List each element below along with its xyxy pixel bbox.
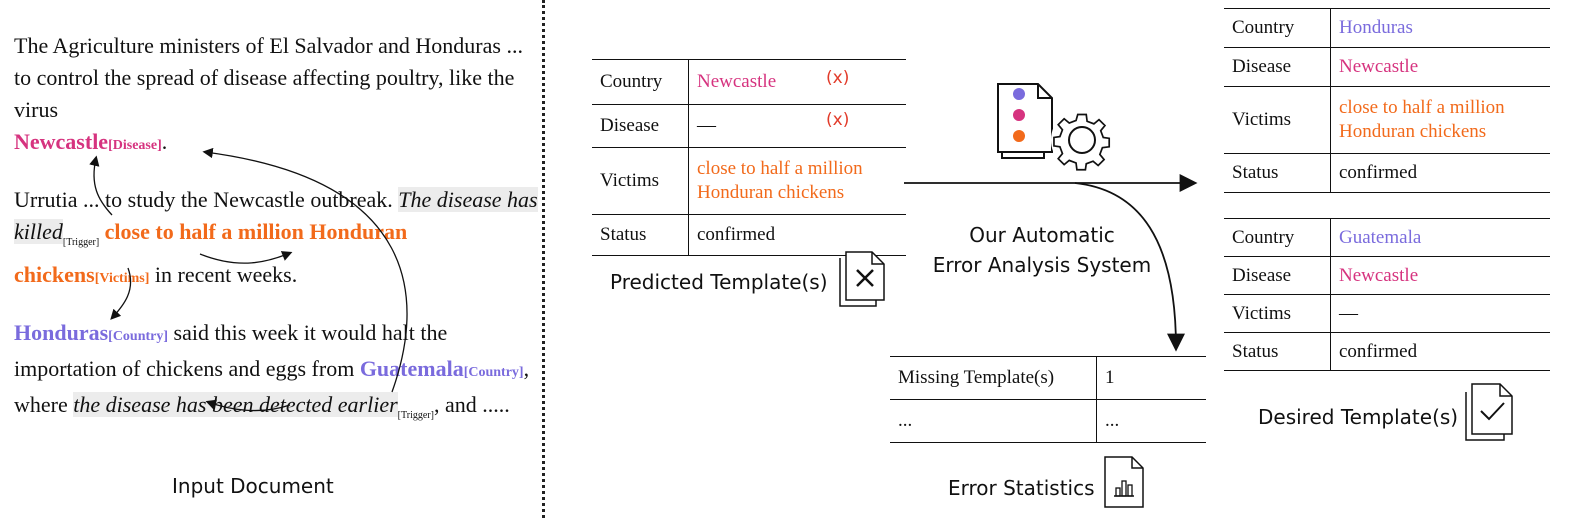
trigger-tag-1: [Trigger] [62,237,100,248]
desired-value: Guatemala [1339,226,1422,248]
pred-value: close to half a million Honduran chicken… [688,147,906,215]
table-row: Victims — [1224,294,1550,333]
table-row: Missing Template(s) 1 [890,356,1206,400]
desired-key: Status [1224,153,1331,193]
p1-end: . [161,129,168,154]
desired-value: confirmed [1330,153,1550,193]
p2-start: Urrutia ... to study the Newcastle outbr… [14,187,393,212]
pred-value: Newcastle [697,71,777,92]
table-row: Victims close to half a million Honduran… [592,147,906,215]
entity-disease: Newcastle[Disease] [14,129,162,154]
table-row: Disease Newcastle [1224,256,1550,295]
desired-value: Newcastle [1330,256,1550,295]
error-statistics-table: Missing Template(s) 1 ... ... [890,356,1206,443]
stat-key: Missing Template(s) [890,356,1097,400]
p3-entity1: Honduras [14,320,109,345]
desired-value: close to half a million Honduran chicken… [1330,86,1550,154]
table-row: Status confirmed [592,214,906,256]
doc-paragraph-1: The Agriculture ministers of El Salvador… [14,30,544,162]
p2-entity: close to half a million Honduran chicken… [14,219,408,287]
pred-value-cell: Newcastle (x) [689,60,907,105]
input-document-caption: Input Document [172,474,334,498]
table-row: Disease — (x) [592,104,906,148]
desired-template-2: Country Guatemala Disease Newcastle Vict… [1224,218,1550,371]
table-row: Disease Newcastle [1224,47,1550,87]
desired-key: Status [1224,332,1331,371]
system-label-line1: Our Automatic [969,223,1115,247]
p1-text: The Agriculture ministers of El Salvador… [14,33,523,122]
document-check-icon [1465,383,1513,441]
desired-value: Honduras [1339,17,1413,38]
p3-mid: said this week it would halt the importa… [14,320,448,381]
predicted-template-caption: Predicted Template(s) [610,270,828,294]
table-row: Status confirmed [1224,332,1550,371]
document-x-icon [839,251,885,307]
section-divider [542,0,545,518]
table-row: Status confirmed [1224,153,1550,193]
pred-value-cell: — (x) [688,104,906,148]
country-tag-1: [Country] [108,329,169,344]
pred-key: Status [592,214,689,256]
desired-template-caption: Desired Template(s) [1258,405,1459,429]
desired-key: Victims [1224,86,1331,154]
error-mark: (x) [826,67,850,88]
doc-paragraph-3: Honduras[Country] said this week it woul… [14,317,544,432]
table-row: ... ... [890,399,1206,443]
pred-key: Country [592,59,689,105]
pred-value: confirmed [688,214,906,256]
error-mark: (x) [826,109,850,130]
gear-icon [1051,109,1113,171]
entity-victims: close to half a million Honduran chicken… [14,219,407,287]
pred-key: Disease [592,104,689,148]
trigger-2: the disease has been detected earlier [73,392,398,417]
p3-entity2: Guatemala [359,356,464,381]
stat-value: ... [1096,399,1206,443]
desired-template-1: Country Honduras Disease Newcastle Victi… [1224,8,1550,193]
table-row: Country Guatemala [1224,218,1550,257]
predicted-template-table: Country Newcastle (x) Disease — (x) Victim… [592,59,906,256]
desired-value: Newcastle [1330,47,1550,87]
desired-key: Country [1224,218,1331,257]
country-tag-2: [Country] [463,365,524,380]
desired-value: — [1330,294,1550,333]
p2-end: in recent weeks. [154,262,298,287]
desired-key: Disease [1224,256,1331,295]
victims-tag: [Victims] [94,271,150,286]
desired-key: Victims [1224,294,1331,333]
stat-value: 1 [1105,367,1115,388]
table-row: Country Newcastle (x) [592,59,907,105]
p3-where: , where [14,356,530,417]
pred-key: Victims [592,147,689,215]
system-label-line2: Error Analysis System [932,253,1152,277]
stat-key: ... [890,399,1097,443]
disease-tag: [Disease] [108,138,162,153]
p1-entity: Newcastle [14,129,109,154]
doc-paragraph-2: Urrutia ... to study the Newcastle outbr… [14,184,544,295]
table-row: Victims close to half a million Honduran… [1224,86,1550,154]
desired-key: Country [1224,8,1331,48]
input-document: The Agriculture ministers of El Salvador… [14,30,544,454]
bar-chart-document-icon [1104,456,1144,508]
desired-key: Disease [1224,47,1331,87]
trigger-tag-2: [Trigger] [397,410,434,421]
error-statistics-caption: Error Statistics [948,476,1095,500]
pred-value: — [697,115,716,136]
document-arrows [89,147,408,412]
p3-end: , and ..... [433,392,510,417]
entity-country-1: Honduras[Country] [14,320,168,345]
system-label: Our Automatic Error Analysis System [932,220,1152,280]
document-gear-icon [997,83,1113,171]
entity-country-2: Guatemala[Country] [360,356,524,381]
desired-value: confirmed [1330,332,1550,371]
table-row: Country Honduras [1224,8,1550,48]
